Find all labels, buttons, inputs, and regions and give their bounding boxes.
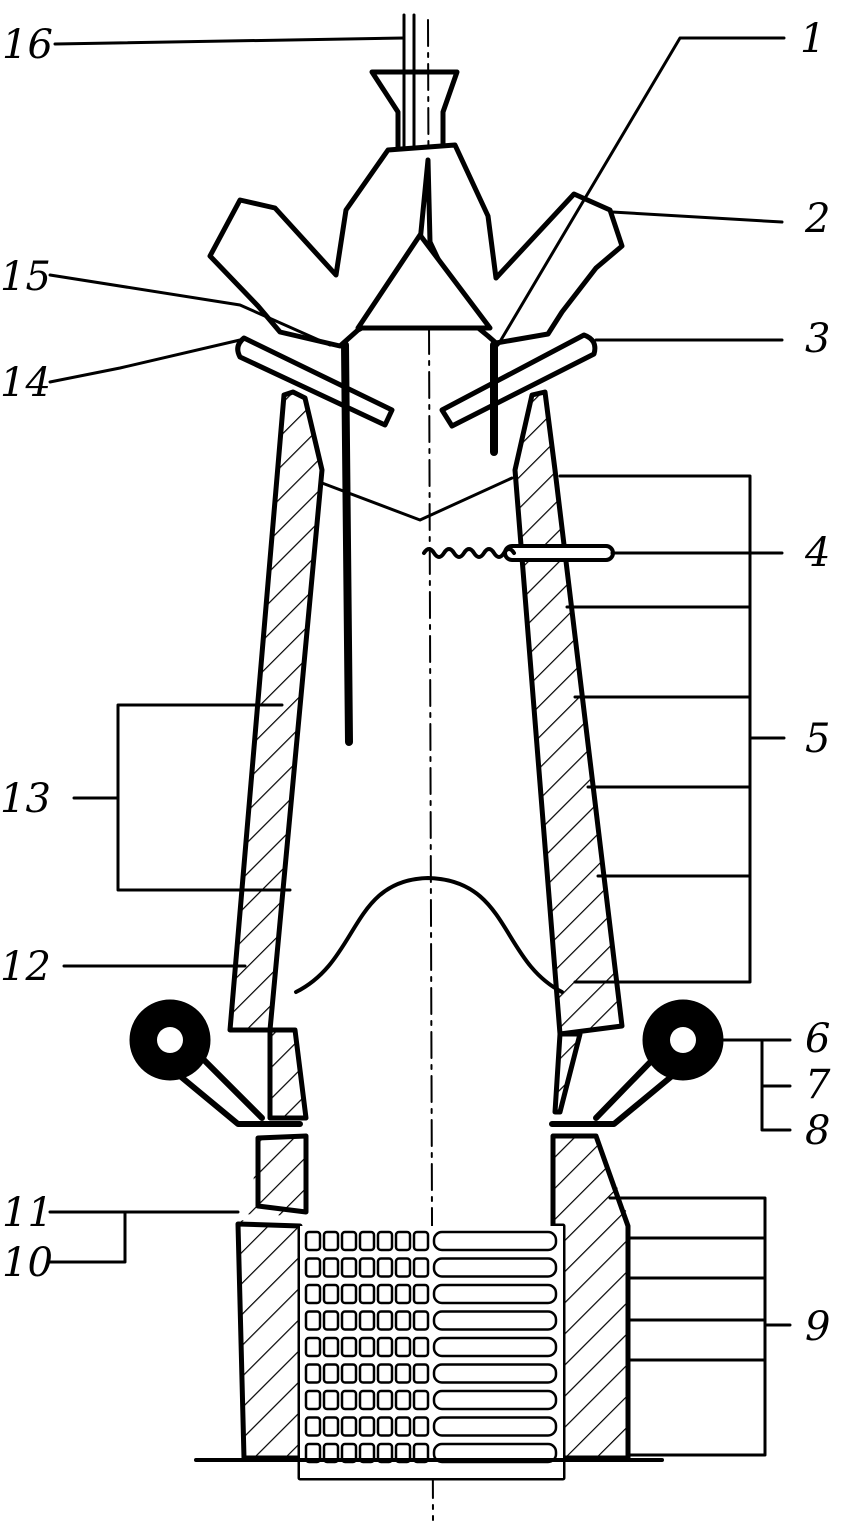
label-10: 10 [2,1240,53,1286]
label-1: 1 [800,16,825,62]
tuyere-left [177,1049,303,1127]
label-12: 12 [0,944,51,990]
shaft-lining-left [227,389,325,1033]
label-7: 7 [805,1062,831,1108]
bracket-5 [558,474,786,984]
label-9: 9 [805,1304,830,1350]
tuyere-right [549,1049,675,1127]
leader-14 [48,338,242,384]
label-15: 15 [0,254,51,300]
label-5: 5 [805,716,830,762]
leader-11-10 [48,1210,240,1264]
bracket-9 [608,1196,792,1457]
leader-2 [610,210,784,224]
label-14: 14 [0,360,51,406]
label-4: 4 [804,530,830,576]
gas-pipe-right [439,332,598,429]
stock-rod-left [341,341,353,746]
hearth-charge [300,1226,563,1478]
leader-16 [53,36,406,46]
cohesive-zone-curve [294,876,564,994]
label-11: 11 [2,1190,53,1236]
bosh-lining-right [552,1031,583,1115]
label-2: 2 [804,196,830,242]
bracket-13 [72,703,292,892]
leader-1 [496,36,786,347]
label-8: 8 [805,1108,830,1154]
label-3: 3 [805,316,830,362]
stock-line [320,476,514,522]
label-6: 6 [805,1016,830,1062]
probe-4 [503,544,615,562]
label-13: 13 [0,776,51,822]
bosh-lining-left [267,1027,309,1121]
label-16: 16 [2,22,53,68]
bracket-6-8 [720,1038,792,1132]
leader-15 [48,273,332,347]
shaft-lining-right [512,389,625,1037]
large-bell [355,232,493,331]
gas-pipe-left [235,335,395,428]
